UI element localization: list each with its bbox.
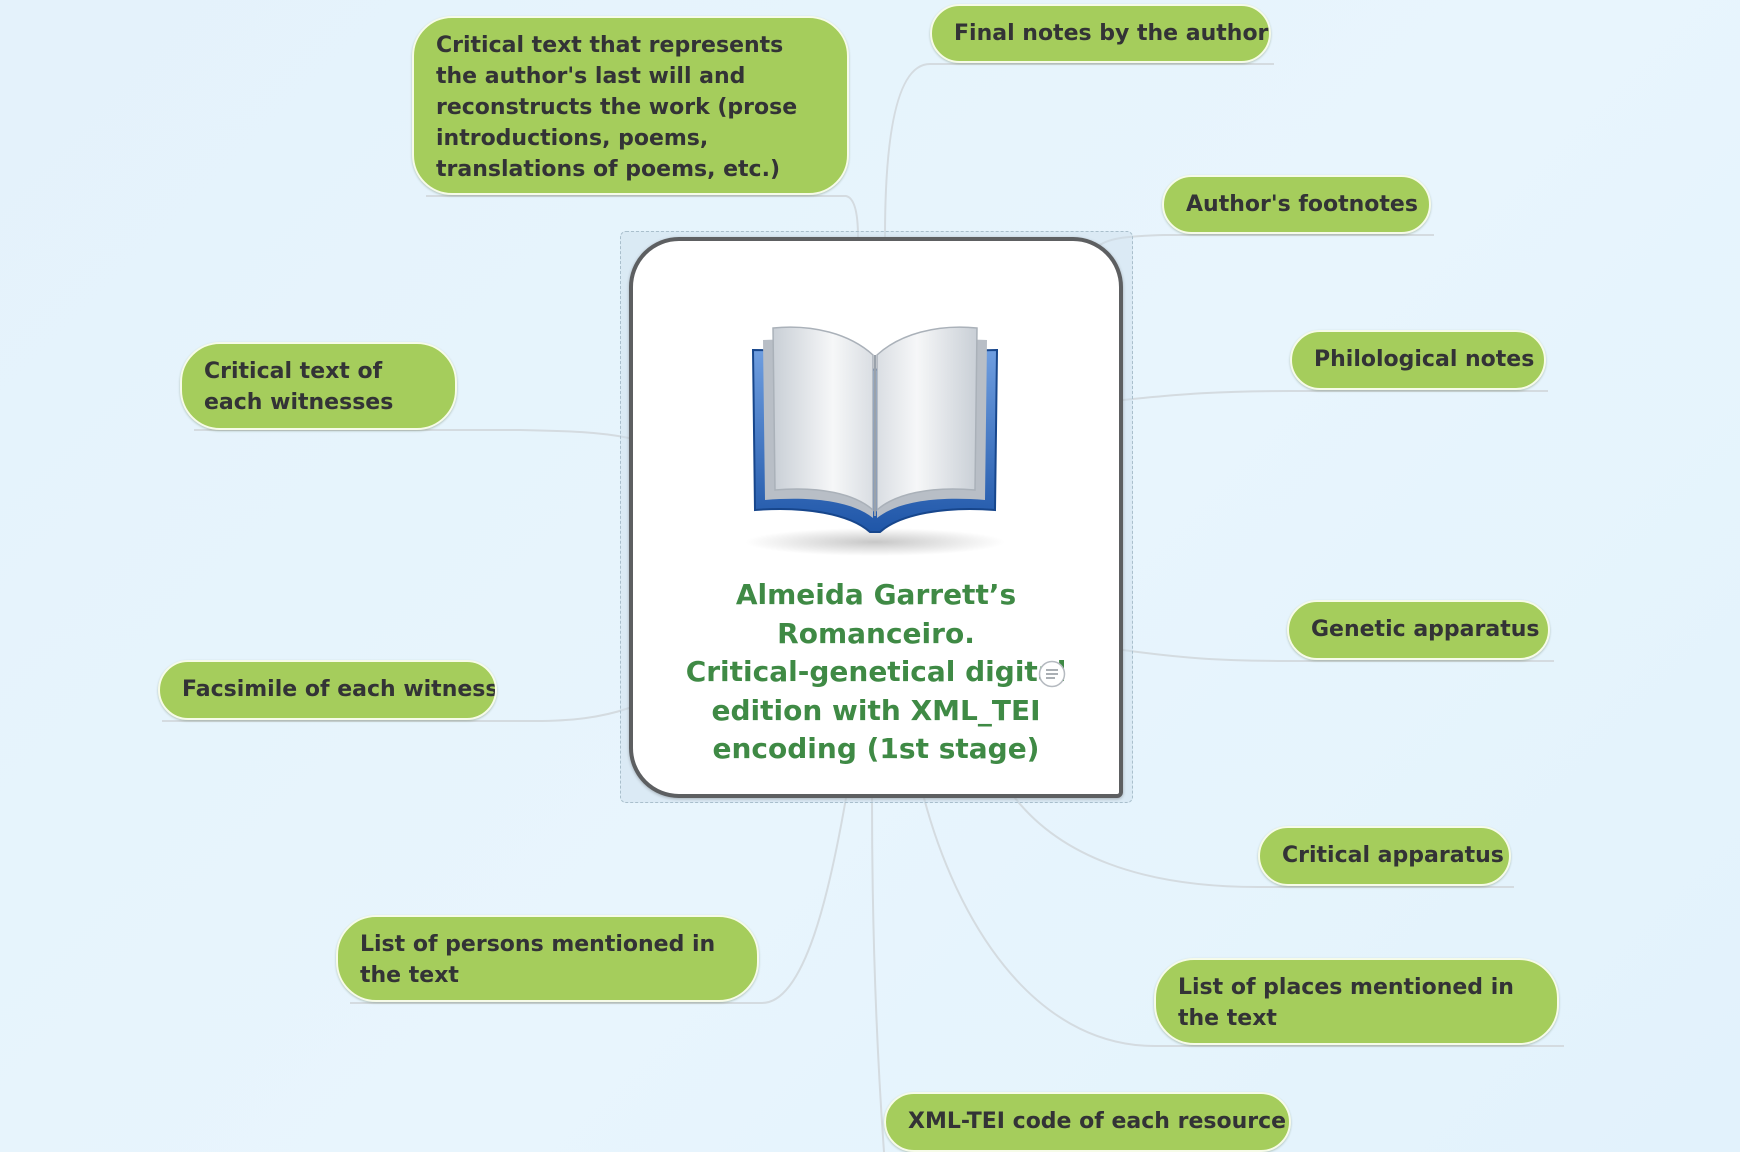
topic-final-notes[interactable]: Final notes by the author (930, 4, 1271, 63)
topic-label: Genetic apparatus (1311, 617, 1540, 642)
topic-critical-text-last-will[interactable]: Critical text that represents the author… (412, 16, 849, 195)
topic-label: Critical text of each witnesses (204, 359, 394, 415)
topic-label: List of places mentioned in the text (1178, 975, 1514, 1031)
topic-critical-text-witnesses[interactable]: Critical text of each witnesses (180, 342, 457, 430)
topic-label: Author's footnotes (1186, 192, 1418, 217)
connector-philological-notes (1122, 390, 1291, 401)
topic-list-places[interactable]: List of places mentioned in the text (1154, 958, 1559, 1045)
connector-critical-apparatus (1014, 797, 1259, 888)
topic-label: Final notes by the author (954, 21, 1269, 46)
connector-authors-footnotes (1099, 234, 1166, 246)
topic-genetic-apparatus[interactable]: Genetic apparatus (1287, 600, 1550, 660)
topic-list-persons[interactable]: List of persons mentioned in the text (336, 915, 759, 1002)
topic-facsimile[interactable]: Facsimile of each witness (158, 660, 497, 720)
topic-philological-notes[interactable]: Philological notes (1290, 330, 1546, 390)
topic-label: Philological notes (1314, 347, 1535, 372)
connector-final-notes (884, 63, 931, 238)
connector-critical-text-witnesses (519, 429, 630, 439)
connector-list-places (923, 797, 1156, 1047)
topic-label: List of persons mentioned in the text (360, 932, 716, 988)
connector-facsimile (534, 707, 630, 722)
topic-authors-footnotes[interactable]: Author's footnotes (1162, 175, 1431, 234)
topic-xml-tei-code[interactable]: XML-TEI code of each resource (884, 1092, 1291, 1152)
topic-label: Facsimile of each witness (182, 677, 497, 702)
topic-label: Critical apparatus (1282, 843, 1504, 868)
connector-genetic-apparatus (1122, 649, 1289, 662)
topic-critical-apparatus[interactable]: Critical apparatus (1258, 826, 1511, 886)
connector-list-persons (761, 797, 847, 1004)
connector-xml-tei-code (871, 797, 885, 1152)
note-icon[interactable] (1038, 660, 1066, 688)
topic-label: Critical text that represents the author… (436, 33, 798, 182)
topic-label: XML-TEI code of each resource (908, 1109, 1287, 1134)
open-book-icon (745, 326, 1005, 556)
